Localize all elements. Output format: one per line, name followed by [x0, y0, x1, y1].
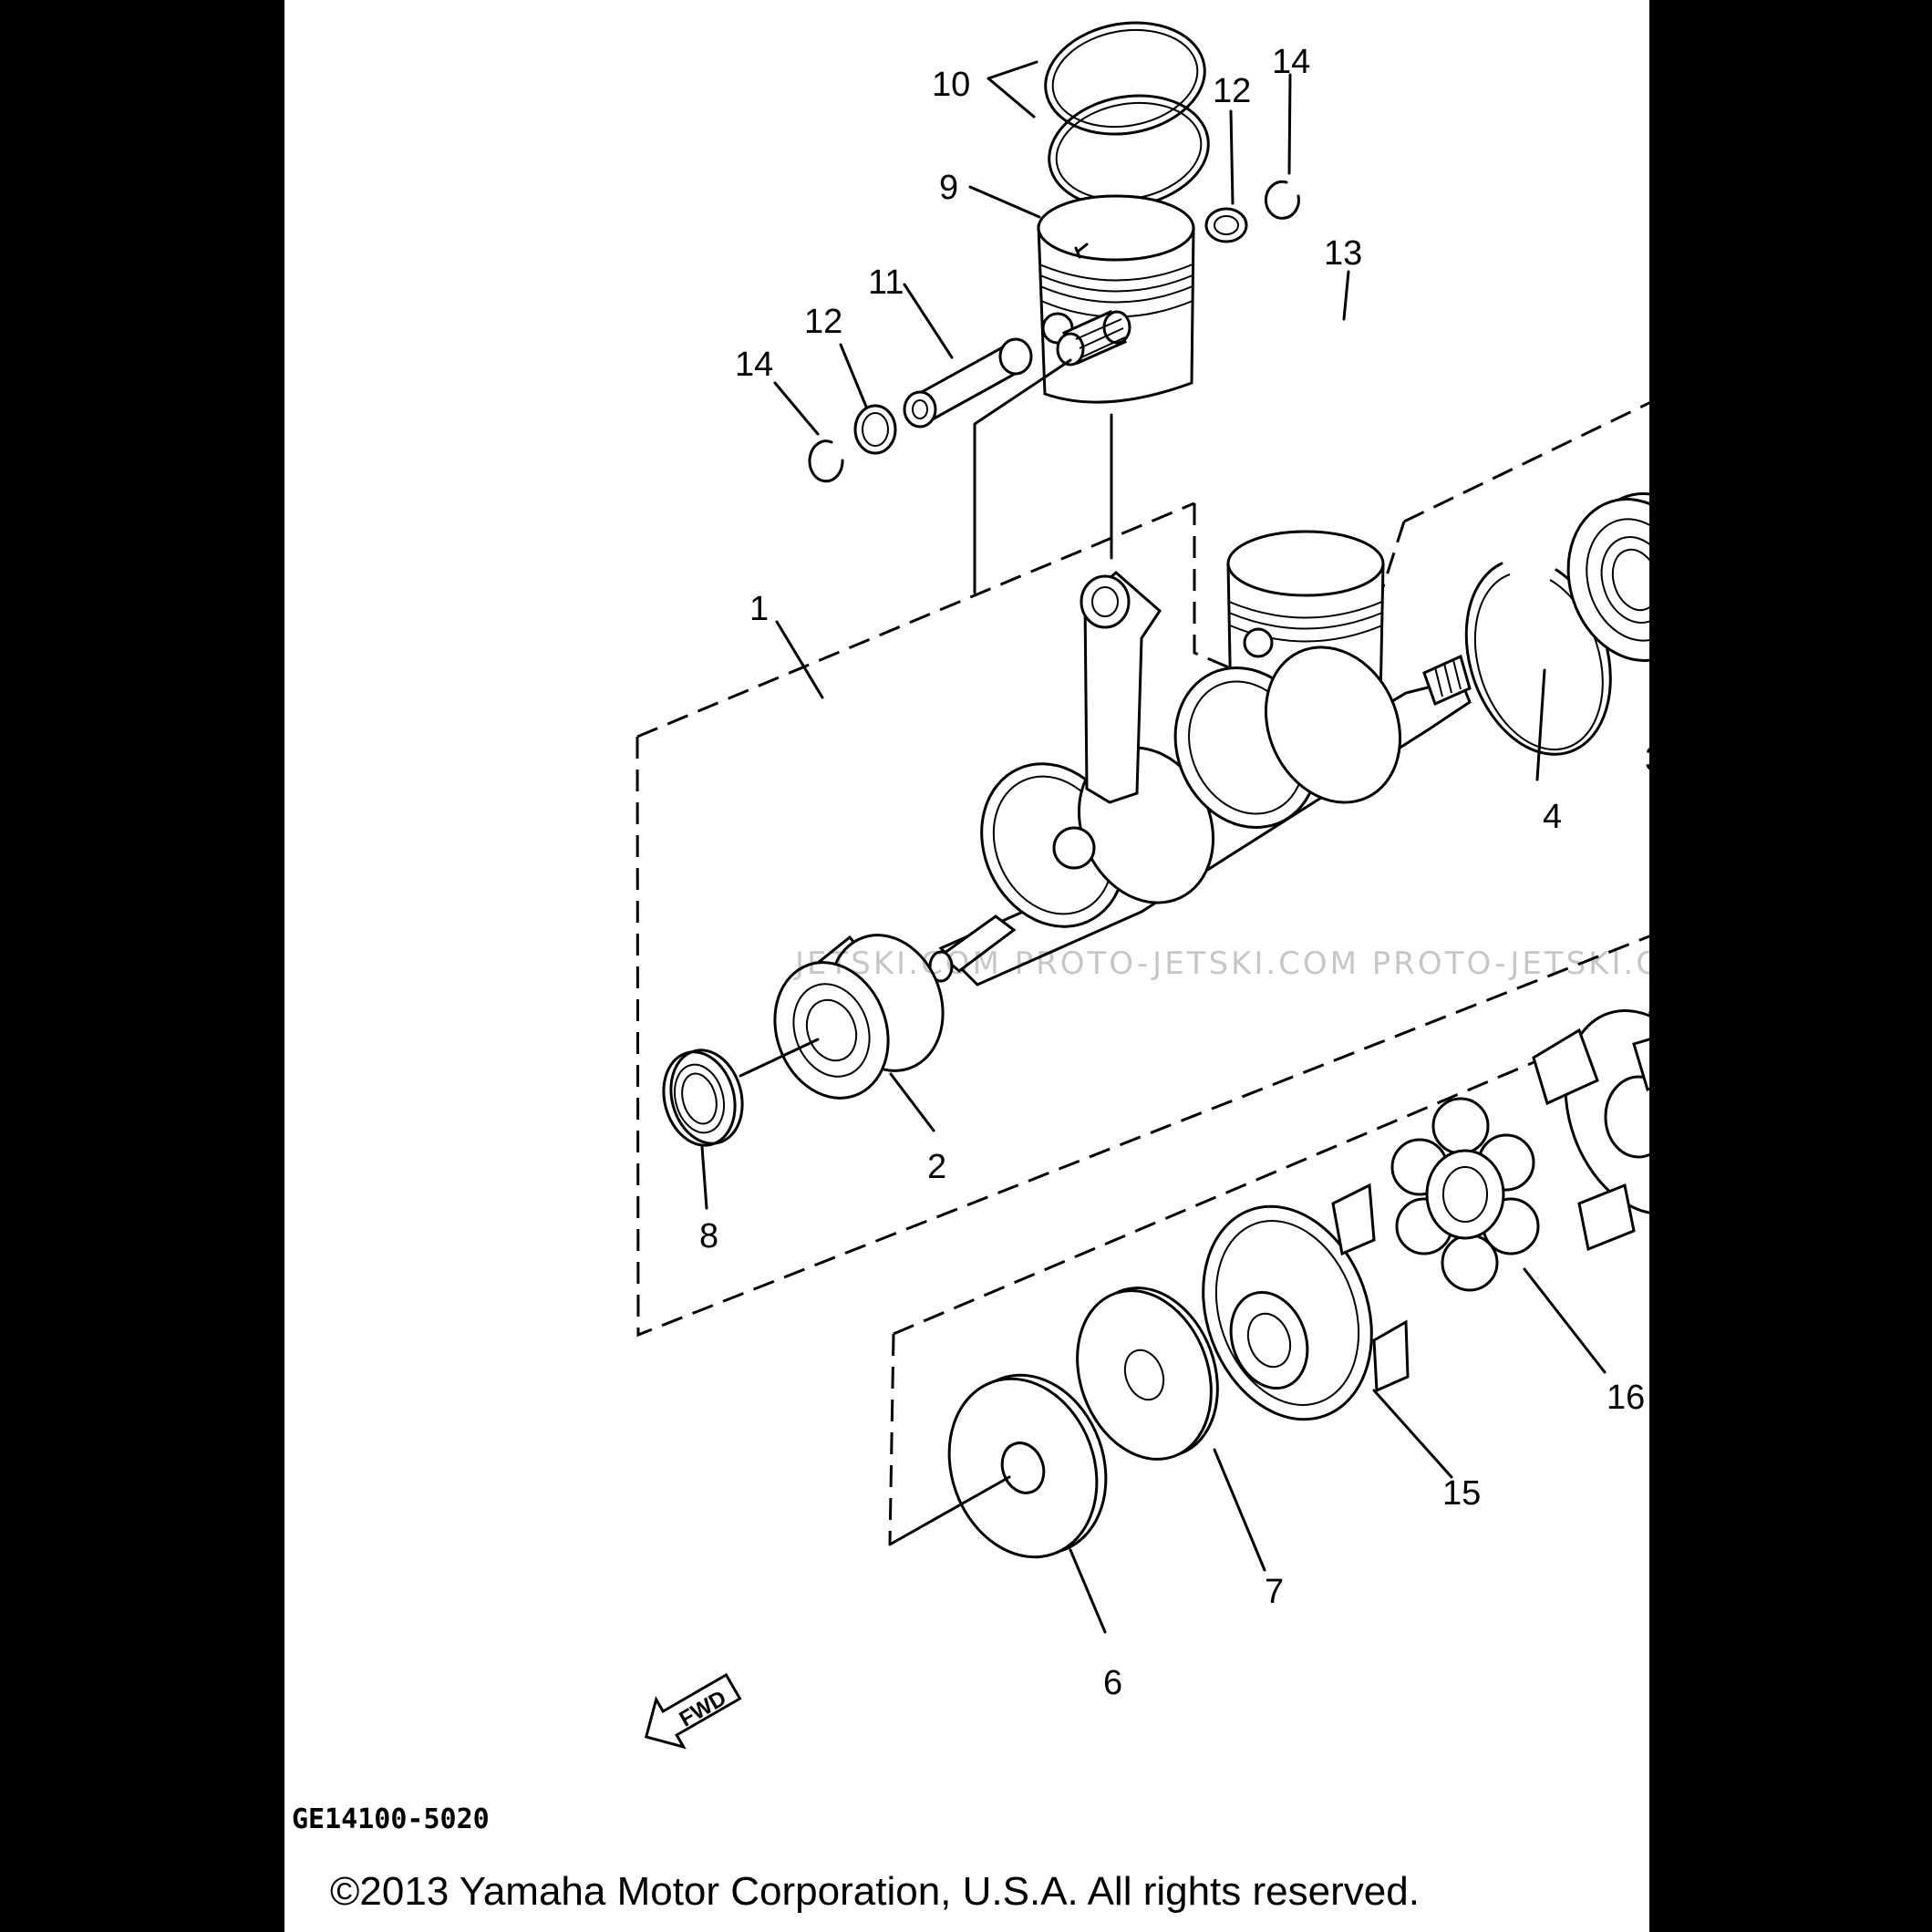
- oil-seal: [662, 1049, 744, 1147]
- part-label-8: 8: [699, 1217, 718, 1255]
- part-label-11: 11: [868, 263, 904, 302]
- part-label-2: 2: [927, 1148, 946, 1186]
- diagram-sheet: 10 9 12 14 13 11 12 14 1 4 3 5 2 8 6 7 1…: [284, 0, 1649, 1932]
- part-label-14: 14: [1272, 43, 1310, 81]
- drawing-code: GE14100-5020: [292, 1803, 490, 1835]
- exploded-parts-diagram: 10 9 12 14 13 11 12 14 1 4 3 5 2 8 6 7 1…: [292, 21, 1649, 1835]
- part-label-15: 15: [1442, 1474, 1481, 1513]
- part-label-1: 1: [749, 590, 769, 628]
- leader-lines: [700, 60, 1607, 1634]
- crankshaft-assembly: [928, 530, 1472, 987]
- bearing-right: [1566, 492, 1649, 662]
- part-label-13: 13: [1324, 234, 1362, 273]
- bearing-left: [773, 934, 945, 1100]
- piston-rings: [1044, 21, 1210, 209]
- part-label-4: 4: [1543, 798, 1562, 836]
- claw-coupling: [1532, 1009, 1649, 1252]
- copyright-notice: ©2013 Yamaha Motor Corporation, U.S.A. A…: [330, 1869, 1420, 1914]
- washer: [947, 1373, 1108, 1559]
- part-label-6: 6: [1103, 1664, 1122, 1702]
- part-label-7: 7: [1265, 1573, 1284, 1611]
- part-label-14: 14: [735, 346, 773, 384]
- piston-pin: [903, 337, 1033, 429]
- part-label-10: 10: [932, 66, 970, 104]
- watermark: JETSKI.COM PROTO-JETSKI.COM PROTO-JETSKI…: [793, 945, 1649, 982]
- needle-bearing: [1056, 310, 1131, 367]
- part-label-9: 9: [939, 169, 958, 207]
- rubber-damper: [1390, 1097, 1540, 1292]
- coupling: [1202, 1183, 1410, 1421]
- part-label-3: 3: [1645, 740, 1649, 779]
- piston: [1037, 194, 1195, 404]
- part-label-12: 12: [1213, 72, 1251, 110]
- part-label-12: 12: [804, 303, 842, 341]
- part-labels: 10 9 12 14 13 11 12 14 1 4 3 5 2 8 6 7 1…: [699, 43, 1649, 1702]
- piston-pin-clip-left: [808, 404, 897, 483]
- piston-pin-clip-right: [1204, 180, 1300, 243]
- fwd-arrow-icon: FWD: [644, 1672, 742, 1750]
- part-label-16: 16: [1607, 1379, 1645, 1417]
- spacer-plate: [1076, 1286, 1219, 1461]
